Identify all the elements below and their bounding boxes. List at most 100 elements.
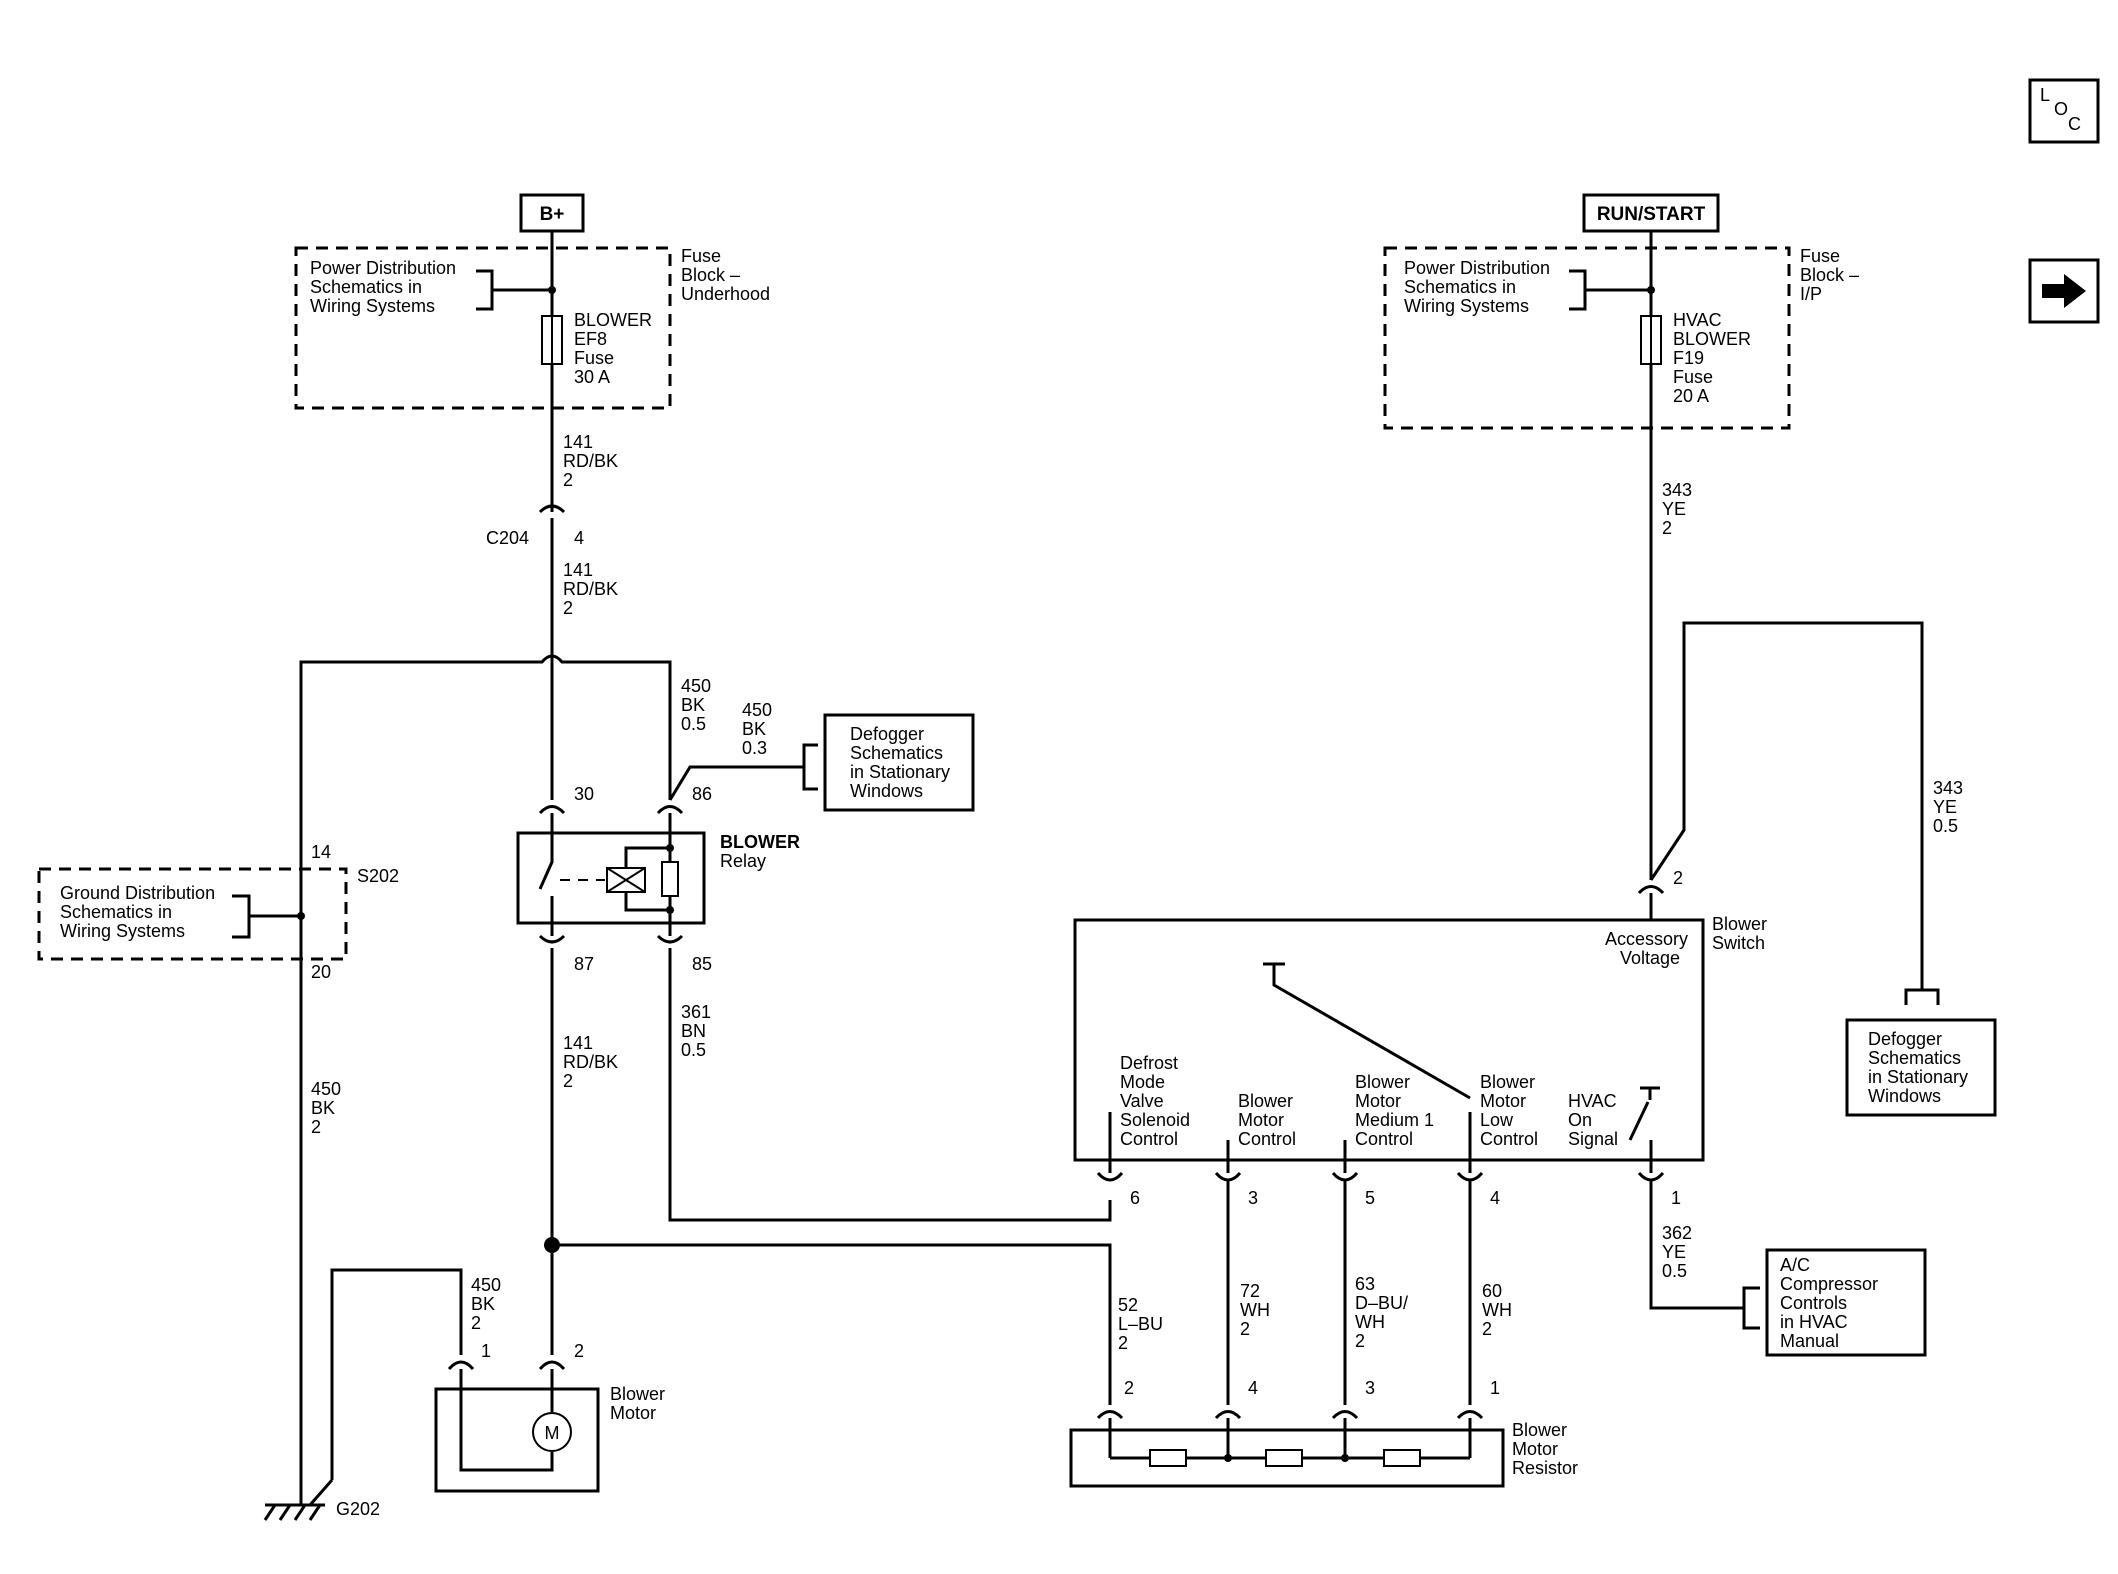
ref-line: Ground Distribution (60, 883, 215, 903)
switch-text: HVAC (1568, 1091, 1617, 1111)
wire-60-label: 60 WH 2 (1482, 1281, 1512, 1339)
motor-control-label: Blower Motor Control (1238, 1091, 1296, 1149)
switch-text: Valve (1120, 1091, 1164, 1111)
switch-text: Control (1355, 1129, 1413, 1149)
s202-pin-20: 20 (311, 962, 331, 982)
switch-text: Medium 1 (1355, 1110, 1434, 1130)
defogger-ref-1[interactable]: Defogger Schematics in Stationary Window… (802, 713, 975, 812)
fuse-block-ip-title: Fuse Block – I/P (1800, 246, 1859, 304)
switch-text: Motor (1480, 1091, 1526, 1111)
fuse-text: BLOWER (1673, 329, 1751, 349)
fuse-text: 30 A (574, 367, 610, 387)
wire-343-label-right: 343 YE 0.5 (1933, 778, 1963, 836)
ref-line: in Stationary (850, 762, 950, 782)
wire-text: YE (1662, 1242, 1686, 1262)
ref-line: Schematics in (60, 902, 172, 922)
blower-switch: 2 Blower Switch Accessory Voltage Defros… (1073, 868, 1767, 1208)
resistor-pin-2: 2 (1124, 1378, 1134, 1398)
switch-label: Switch (1712, 933, 1765, 953)
ac-compressor-ref[interactable]: A/C Compressor Controls in HVAC Manual (1742, 1248, 1927, 1357)
fuse-text: Fuse (1673, 367, 1713, 387)
defrost-label: Defrost Mode Valve Solenoid Control (1120, 1053, 1190, 1149)
wire-text: RD/BK (563, 451, 618, 471)
wire-text: 450 (742, 700, 772, 720)
fuse-block-ip-line: Block – (1800, 265, 1859, 285)
ref-line: Controls (1780, 1293, 1847, 1313)
blower-motor: M Blower Motor 1 2 (434, 1341, 665, 1493)
defogger-ref-2[interactable]: Defogger Schematics in Stationary Window… (1845, 988, 1997, 1117)
wire-text: 52 (1118, 1295, 1138, 1315)
power-distribution-ref-1[interactable]: Power Distribution Schematics in Wiring … (310, 258, 556, 316)
wire-text: 2 (1118, 1333, 1128, 1353)
motor-label: Motor (610, 1403, 656, 1423)
b-plus-source: B+ (519, 193, 585, 233)
connector-c204: C204 4 (486, 504, 584, 548)
resistor-pin-3: 3 (1365, 1378, 1375, 1398)
loc-l-text: L (2040, 85, 2050, 105)
ref-line: A/C (1780, 1255, 1810, 1275)
wire-text: 450 (681, 676, 711, 696)
ground-distribution-ref[interactable]: Ground Distribution Schematics in Wiring… (60, 883, 305, 941)
wire-text: BN (681, 1021, 706, 1041)
resistor-label: Resistor (1512, 1458, 1578, 1478)
fuse-block-underhood-title: Fuse Block – Underhood (681, 246, 770, 304)
fuse-text: Fuse (574, 348, 614, 368)
wire-343-label-top: 343 YE 2 (1662, 480, 1692, 538)
motor-pin-2: 2 (574, 1341, 584, 1361)
wire-450-label-top: 450 BK 0.5 (681, 676, 711, 734)
motor-label: Blower (610, 1384, 665, 1404)
wire-text: D–BU/ (1355, 1293, 1408, 1313)
fuse-text: HVAC (1673, 310, 1722, 330)
wire-text: 63 (1355, 1274, 1375, 1294)
wire-450-ground-run (299, 654, 672, 855)
ref-line: in Stationary (1868, 1067, 1968, 1087)
wire-text: 141 (563, 1033, 593, 1053)
ref-line: Defogger (1868, 1029, 1942, 1049)
switch-pin-5: 5 (1365, 1188, 1375, 1208)
wire-text: BK (742, 719, 766, 739)
ref-line: Schematics in (310, 277, 422, 297)
switch-pin-6: 6 (1130, 1188, 1140, 1208)
switch-text: Low (1480, 1110, 1514, 1130)
fuse-text: 20 A (1673, 386, 1709, 406)
wire-text: 361 (681, 1002, 711, 1022)
wire-text: 343 (1662, 480, 1692, 500)
fuse-text: BLOWER (574, 310, 652, 330)
switch-text: Blower (1355, 1072, 1410, 1092)
wire-343-to-defogger (1649, 621, 1924, 990)
wire-361 (668, 948, 1112, 1222)
blower-relay: BLOWER Relay 30 86 87 85 (516, 784, 800, 974)
power-distribution-ref-2[interactable]: Power Distribution Schematics in Wiring … (1404, 258, 1655, 316)
wire-text: 2 (563, 470, 573, 490)
next-page-arrow-icon[interactable] (2028, 258, 2100, 324)
accessory-text: Accessory (1605, 929, 1688, 949)
wire-text: WH (1240, 1300, 1270, 1320)
c204-label: C204 (486, 528, 529, 548)
ground-distribution-box (37, 867, 348, 961)
ref-line: Manual (1780, 1331, 1839, 1351)
fuse-text: F19 (1673, 348, 1704, 368)
ref-line: Windows (1868, 1086, 1941, 1106)
resistor-pin-4: 4 (1248, 1378, 1258, 1398)
wire-text: 0.3 (742, 738, 767, 758)
wire-text: 2 (563, 598, 573, 618)
location-nav-icon[interactable]: L O C (2028, 78, 2100, 144)
hvac-on-label: HVAC On Signal (1568, 1091, 1618, 1149)
ref-line: Windows (850, 781, 923, 801)
relay-label: BLOWER (720, 832, 800, 852)
ref-line: Wiring Systems (310, 296, 435, 316)
switch-pin-4: 4 (1490, 1188, 1500, 1208)
s202-label: S202 (357, 866, 399, 886)
wire-450-to-defogger (668, 765, 804, 801)
fuse-text: EF8 (574, 329, 607, 349)
wire-text: BK (681, 695, 705, 715)
wire-text: 2 (1482, 1319, 1492, 1339)
wire-text: L–BU (1118, 1314, 1163, 1334)
fuse-block-underhood-box (294, 246, 672, 410)
wire-450-label-defogger: 450 BK 0.3 (742, 700, 772, 758)
switch-pin-1: 1 (1671, 1188, 1681, 1208)
wire-text: 0.5 (681, 714, 706, 734)
ref-line: Schematics in (1404, 277, 1516, 297)
low-control-label: Blower Motor Low Control (1480, 1072, 1538, 1149)
wire-text: RD/BK (563, 1052, 618, 1072)
